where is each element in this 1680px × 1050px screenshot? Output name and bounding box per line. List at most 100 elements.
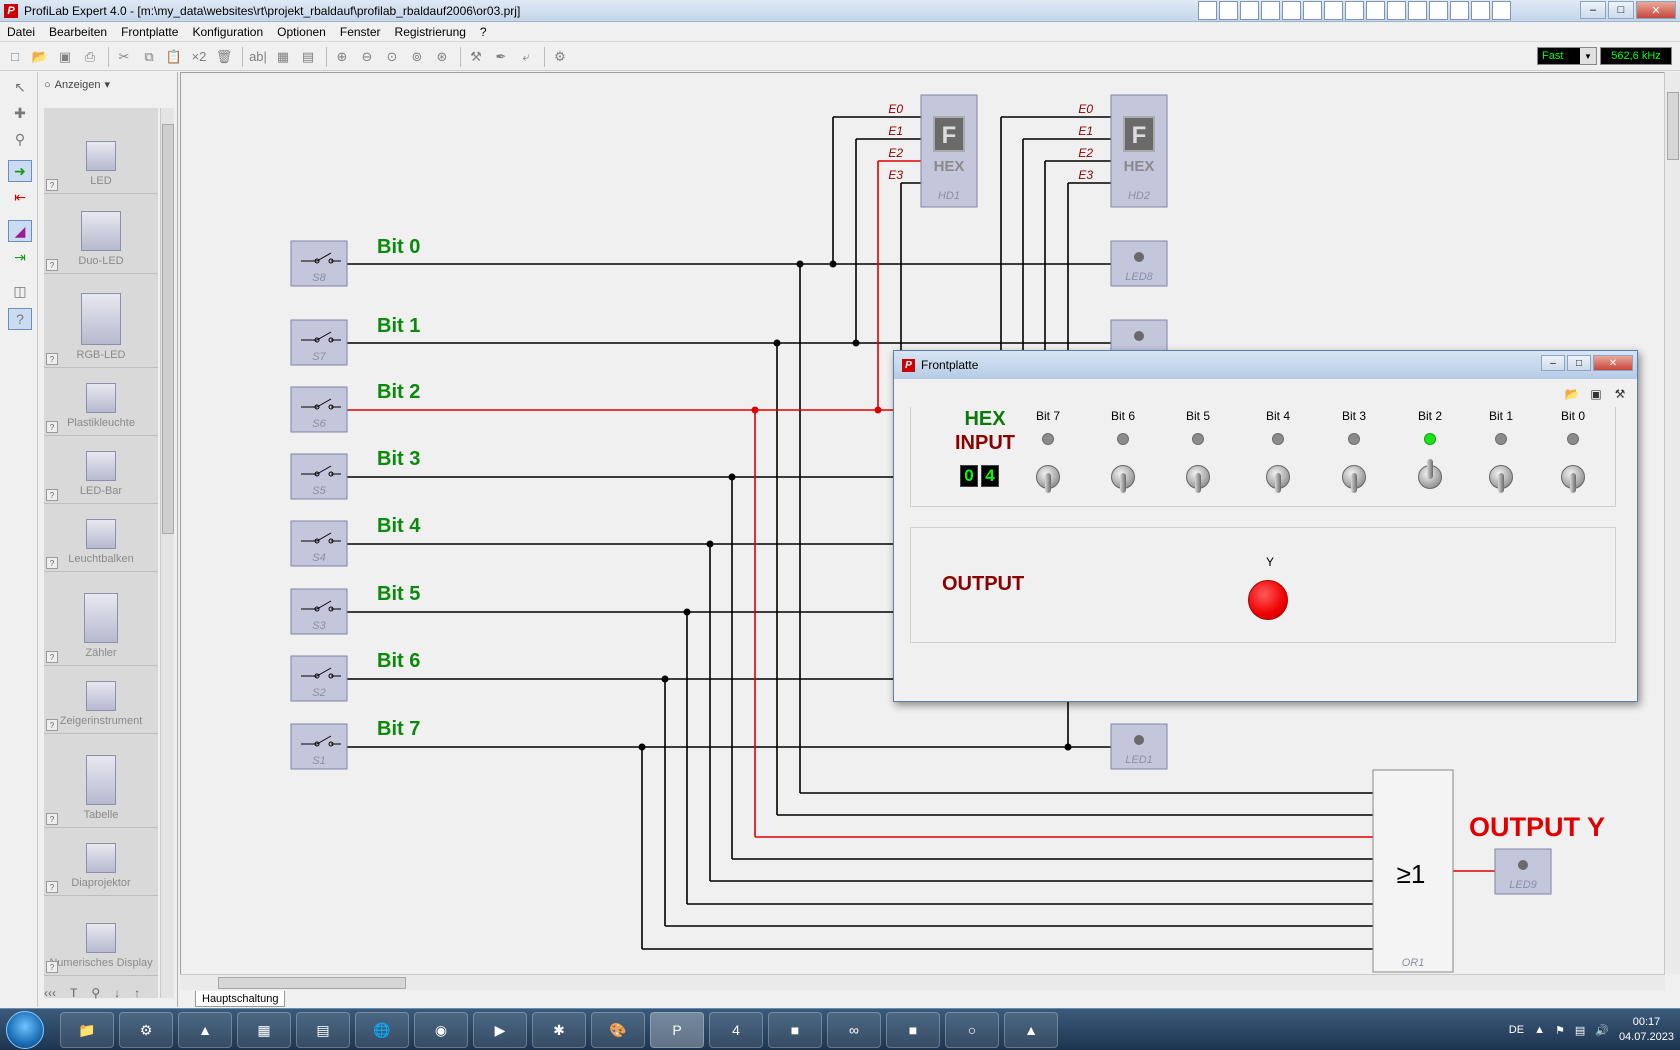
open-folder-icon[interactable]: 📂	[31, 48, 49, 64]
toggle-switch[interactable]	[1265, 459, 1291, 493]
chrome-icon[interactable]: ◉	[414, 1012, 468, 1048]
notepad-icon[interactable]	[1282, 1, 1301, 20]
open-folder-icon[interactable]: 📂	[1564, 387, 1580, 401]
toggle-switch[interactable]	[1488, 459, 1514, 493]
help-icon[interactable]: ?	[46, 557, 58, 569]
library-item[interactable]: Zeigerinstrument ?	[44, 666, 158, 734]
search-icon[interactable]: ⚲	[14, 130, 26, 147]
help-pointer-icon[interactable]: ?	[8, 308, 32, 330]
probe-icon[interactable]: ✒	[495, 48, 507, 64]
media-player-icon[interactable]: ▶	[473, 1012, 527, 1048]
pointer-icon[interactable]: ↖	[14, 78, 26, 95]
app-icon[interactable]: ▲	[178, 1012, 232, 1048]
cut-icon[interactable]: ✂	[118, 48, 130, 64]
app-icon[interactable]: ○	[945, 1012, 999, 1048]
toggle-switch[interactable]	[1341, 459, 1367, 493]
tools-icon[interactable]: ⚒	[470, 48, 482, 64]
align-icon[interactable]: ▤	[301, 48, 315, 64]
scrollbar-thumb[interactable]	[1667, 92, 1679, 160]
arduino-icon[interactable]: ∞	[827, 1012, 881, 1048]
library-view-selector[interactable]: ○ Anzeigen ▾	[44, 78, 110, 92]
library-item[interactable]: Leuchtbalken ?	[44, 504, 158, 572]
save-icon[interactable]: ▣	[1590, 387, 1602, 401]
help-icon[interactable]: ?	[46, 813, 58, 825]
help-icon[interactable]: ?	[46, 353, 58, 365]
excel-icon[interactable]	[1408, 1, 1427, 20]
input-icon[interactable]: ⇥	[14, 248, 26, 265]
library-item[interactable]: LED ?	[44, 108, 158, 194]
mail-icon[interactable]	[1261, 1, 1280, 20]
text-tool-icon[interactable]: T	[70, 986, 78, 1000]
minimize-button[interactable]: –	[1580, 1, 1606, 19]
save-icon[interactable]: ▣	[58, 48, 72, 64]
maximize-button[interactable]: □	[1608, 1, 1634, 19]
level-icon[interactable]: ◢	[8, 220, 32, 242]
help-icon[interactable]: ?	[46, 179, 58, 191]
settings-gear-icon[interactable]: ⚙	[119, 1012, 173, 1048]
scrollbar-thumb[interactable]	[218, 977, 406, 989]
canvas-horizontal-scrollbar[interactable]	[180, 974, 1665, 990]
powerpoint-icon[interactable]	[1429, 1, 1448, 20]
library-item[interactable]: Numerisches Display ?	[44, 896, 158, 976]
menu-datei[interactable]: Datei	[7, 24, 36, 39]
language-indicator[interactable]: DE	[1508, 1024, 1525, 1036]
document-icon[interactable]	[1324, 1, 1343, 20]
print-icon[interactable]: ⎙	[84, 48, 96, 64]
library-item[interactable]: Plastikleuchte ?	[44, 368, 158, 436]
zoom-icon[interactable]: ⊛	[436, 48, 448, 64]
menu-optionen[interactable]: Optionen	[277, 24, 326, 39]
toggle-switch[interactable]	[1035, 459, 1061, 493]
zoom-out-icon[interactable]: ⊖	[361, 48, 373, 64]
help-icon[interactable]: ?	[46, 719, 58, 731]
settings-gear-icon[interactable]: ⚙	[554, 48, 566, 64]
menu-frontplatte[interactable]: Frontplatte	[121, 24, 179, 39]
paste-icon[interactable]: 📋	[165, 48, 183, 64]
arrow-down-icon[interactable]: ↓	[114, 986, 121, 1000]
app-icon[interactable]: ■	[886, 1012, 940, 1048]
word-icon[interactable]	[1387, 1, 1406, 20]
globe-icon[interactable]: 🌐	[355, 1012, 409, 1048]
help-icon[interactable]: ?	[46, 651, 58, 663]
tray-arrow-icon[interactable]: ▲	[1534, 1024, 1545, 1036]
checklist-icon[interactable]	[1303, 1, 1322, 20]
hierarchy-icon[interactable]: ◫	[13, 282, 27, 299]
menu-help[interactable]: ?	[479, 24, 487, 39]
toggle-switch[interactable]	[1417, 459, 1443, 493]
library-item[interactable]: RGB-LED ?	[44, 274, 158, 368]
menu-fenster[interactable]: Fenster	[339, 24, 381, 39]
delete-icon[interactable]: 🗑	[215, 48, 233, 64]
zoom-in-icon[interactable]: ⊕	[336, 48, 348, 64]
app-shortcut-icon[interactable]	[1198, 1, 1217, 20]
library-item[interactable]: Diaprojektor ?	[44, 828, 158, 896]
network-icon[interactable]: ▤	[1574, 1024, 1586, 1037]
close-button[interactable]: ✕	[1593, 355, 1633, 371]
help-icon[interactable]	[1219, 1, 1238, 20]
arrow-up-icon[interactable]: ↑	[134, 986, 141, 1000]
zoom-fit-icon[interactable]: ⊙	[386, 48, 398, 64]
toggle-switch[interactable]	[1560, 459, 1586, 493]
collapse-icon[interactable]: ‹‹‹	[44, 986, 56, 1000]
menu-bearbeiten[interactable]: Bearbeiten	[49, 24, 108, 39]
toggle-switch[interactable]	[1185, 459, 1211, 493]
grid-icon[interactable]: ▦	[276, 48, 290, 64]
run-arrow-icon[interactable]: ➜	[8, 160, 32, 182]
app-icon[interactable]: ■	[768, 1012, 822, 1048]
help-icon[interactable]: ?	[46, 259, 58, 271]
scrollbar-thumb[interactable]	[162, 124, 174, 534]
zoom-icon[interactable]: ⊚	[411, 48, 423, 64]
flag-icon[interactable]: ⚑	[1554, 1024, 1565, 1037]
connect-icon[interactable]: ⤶	[522, 48, 530, 64]
app-icon[interactable]	[1492, 1, 1511, 20]
copy-icon[interactable]: ⧉	[144, 48, 154, 64]
speed-select[interactable]: Fast ▼	[1537, 47, 1597, 65]
document-icon[interactable]	[1345, 1, 1364, 20]
app-icon[interactable]: ▦	[237, 1012, 291, 1048]
canvas-vertical-scrollbar[interactable]	[1664, 72, 1680, 974]
text-button[interactable]: ab|	[249, 49, 267, 64]
app-icon[interactable]	[1471, 1, 1490, 20]
library-item[interactable]: LED-Bar ?	[44, 436, 158, 504]
stop-arrow-icon[interactable]: ⇤	[14, 188, 26, 205]
library-item[interactable]: Zähler ?	[44, 572, 158, 666]
menu-registrierung[interactable]: Registrierung	[394, 24, 466, 39]
help-icon[interactable]: ?	[46, 881, 58, 893]
